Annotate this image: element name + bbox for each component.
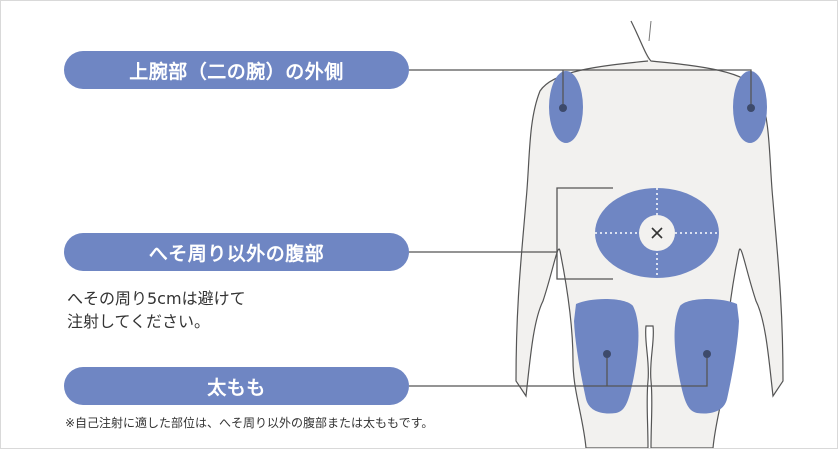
x-mark-icon: [651, 227, 663, 239]
abdomen-label: へそ周り以外の腹部: [64, 233, 409, 271]
thigh-label: 太もも: [64, 367, 409, 405]
abdomen-note: へその周り5cmは避けて 注射してください。: [67, 289, 246, 331]
footnote: ※自己注射に適した部位は、へそ周り以外の腹部または太ももです。: [65, 416, 434, 430]
upper-arm-label: 上腕部（二の腕）の外側: [64, 51, 409, 89]
